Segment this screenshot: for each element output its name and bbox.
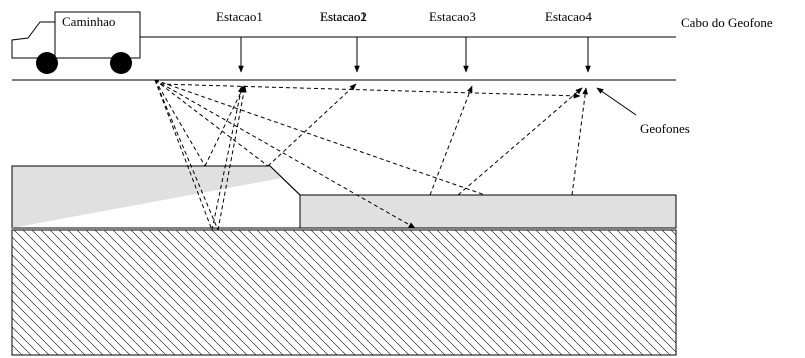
ray-8-up	[571, 87, 588, 196]
truck-wheel-front	[36, 52, 58, 74]
truck-wheel-rear	[110, 52, 132, 74]
station-2-label: Estacao2	[320, 9, 367, 24]
station-4: Estacao4	[545, 9, 592, 73]
truck-label: Caminhao	[62, 14, 115, 29]
bedrock-layer	[11, 229, 677, 356]
geophones-pointer	[596, 87, 637, 116]
station-4-label: Estacao4	[545, 9, 592, 24]
ray-4-up	[267, 83, 357, 167]
ray-3-down	[154, 79, 213, 231]
ray-1-up	[217, 85, 247, 231]
ray-3-up	[211, 85, 244, 231]
ray-paths	[154, 79, 588, 231]
ray-4-down	[154, 79, 269, 167]
station-2-label-overlay: Estacao1	[320, 9, 367, 24]
station-2: Estacao2 Estacao1	[320, 9, 367, 73]
upper-layer-right	[299, 194, 677, 229]
geophones-label: Geofones	[640, 121, 690, 136]
ray-2-up	[204, 85, 245, 167]
station-3-label: Estacao3	[429, 9, 476, 24]
truck: Caminhao	[11, 11, 141, 74]
ray-1-down	[154, 79, 219, 231]
upper-layer-shading	[12, 166, 282, 228]
ray-7-up	[457, 87, 583, 196]
cable-label: Cabo do Geofone	[681, 15, 773, 30]
station-1-label: Estacao1	[216, 9, 263, 24]
station-1: Estacao1	[216, 9, 263, 73]
ray-7-down	[154, 79, 486, 196]
ray-2-down	[154, 79, 206, 167]
ray-9	[159, 83, 581, 99]
ray-5-down	[154, 79, 416, 229]
station-3: Estacao3	[429, 9, 476, 73]
ray-6-up	[429, 85, 473, 196]
